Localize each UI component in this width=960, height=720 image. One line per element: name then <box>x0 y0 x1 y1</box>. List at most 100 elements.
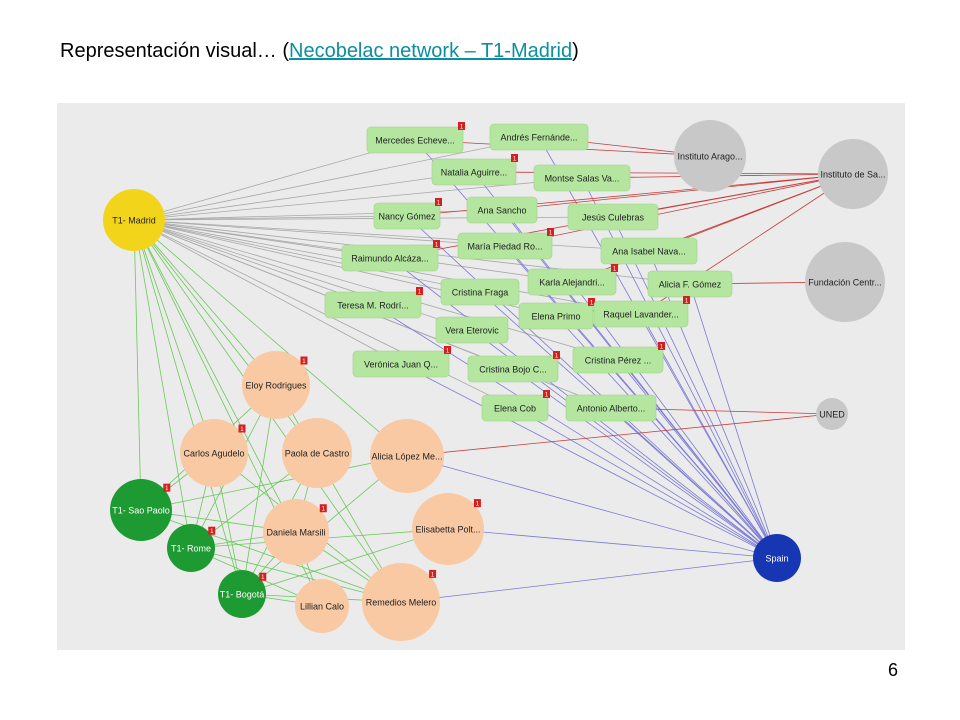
badge: 1 <box>208 526 216 535</box>
edge-ana-sancho-instituto-sa <box>501 173 854 211</box>
node-jesus[interactable]: Jesús Culebras <box>567 203 659 231</box>
node-t1-madrid[interactable]: T1- Madrid <box>103 189 165 251</box>
node-instituto-sa[interactable]: Instituto de Sa... <box>818 139 888 209</box>
edge-cristina-perez-spain <box>617 359 778 559</box>
node-ana-isabel[interactable]: Ana Isabel Nava... <box>600 237 698 265</box>
badge: 1 <box>416 287 423 296</box>
edge-ana-sancho-spain <box>501 209 778 559</box>
node-spain[interactable]: Spain <box>753 534 801 582</box>
node-shape <box>593 300 689 328</box>
edge-t1-madrid-maria-piedad <box>133 219 506 247</box>
edge-remedios-spain <box>400 557 778 603</box>
node-ana-sancho[interactable]: Ana Sancho <box>466 196 538 224</box>
node-alicia-lopez[interactable]: Alicia López Me... <box>370 419 444 493</box>
badge-shape <box>208 526 216 535</box>
node-maria-piedad[interactable]: María Piedad Ro... 1 <box>457 228 554 260</box>
title-prefix: Representación visual… ( <box>60 40 289 62</box>
node-label: Jesús Culebras <box>582 213 645 223</box>
badge-label: 1 <box>435 243 439 249</box>
node-instituto-arago[interactable]: Instituto Arago... <box>674 120 746 192</box>
edge-t1-madrid-veronica <box>133 219 402 365</box>
node-label: Raimundo Alcáza... <box>351 254 429 264</box>
edge-t1-madrid-carlos <box>133 219 215 454</box>
node-label: María Piedad Ro... <box>467 242 542 252</box>
node-shape <box>431 158 517 186</box>
node-shape <box>805 242 885 322</box>
node-label: Andrés Fernánde... <box>500 133 577 143</box>
badge-label: 1 <box>549 231 553 237</box>
edge-t1-madrid-mercedes <box>133 139 416 221</box>
badge-label: 1 <box>555 354 559 360</box>
node-shape <box>295 579 349 633</box>
edge-raquel-spain <box>640 313 778 559</box>
edge-alicia-lopez-spain <box>406 455 778 559</box>
node-karla[interactable]: Karla Alejandri...1 <box>527 264 618 296</box>
node-uned[interactable]: UNED <box>816 398 848 430</box>
node-vera[interactable]: Vera Eterovic <box>435 316 509 344</box>
node-label: Karla Alejandri... <box>539 278 605 288</box>
node-natalia[interactable]: Natalia Aguirre...1 <box>431 154 518 186</box>
node-shape <box>167 524 215 572</box>
node-label: Ana Isabel Nava... <box>612 247 686 257</box>
node-label: T1- Sao Paolo <box>112 506 170 516</box>
node-cristina-fraga[interactable]: Cristina Fraga <box>440 278 520 306</box>
node-teresa[interactable]: Teresa M. Rodrí...1 <box>324 287 423 319</box>
node-veronica[interactable]: Verónica Juan Q...1 <box>352 346 451 378</box>
node-cristina-bojo[interactable]: Cristina Bojo C... 1 <box>467 351 560 383</box>
node-shape <box>818 139 888 209</box>
node-carlos[interactable]: Carlos Agudelo 1 <box>180 419 248 487</box>
node-lillian[interactable]: Lillian Calo <box>295 579 349 633</box>
node-antonio[interactable]: Antonio Alberto... <box>565 394 657 422</box>
badge-label: 1 <box>418 290 422 296</box>
edge-t1-madrid-elena-cob <box>133 219 516 409</box>
node-raquel[interactable]: Raquel Lavander...1 <box>593 296 690 328</box>
badge: 1 <box>547 228 554 237</box>
node-label: Elena Primo <box>531 312 580 322</box>
node-elisabetta[interactable]: Elisabetta Polt...1 <box>412 493 484 565</box>
node-shape <box>457 232 553 260</box>
edge-nancy-spain <box>406 215 778 559</box>
node-shape <box>518 302 594 330</box>
node-raimundo[interactable]: Raimundo Alcáza... 1 <box>341 240 440 272</box>
node-alicia-f[interactable]: Alicia F. Gómez <box>647 270 733 298</box>
edge-t1-madrid-eloy <box>133 219 277 386</box>
edge-elisabetta-spain <box>447 528 778 559</box>
node-label: UNED <box>819 410 845 420</box>
edge-eloy-remedios <box>275 384 402 603</box>
edge-t1-bogota-eloy <box>241 384 277 595</box>
badge: 1 <box>473 499 481 508</box>
node-shape <box>489 123 589 151</box>
badge-shape <box>543 390 550 398</box>
badge: 1 <box>458 122 465 131</box>
edge-t1-madrid-daniela <box>133 219 297 533</box>
node-label: Carlos Agudelo <box>183 449 244 459</box>
node-cristina-perez[interactable]: Cristina Pérez ...1 <box>572 342 665 374</box>
badge-shape <box>319 504 327 513</box>
node-paola[interactable]: Paola de Castro <box>282 418 352 488</box>
node-fundacion-centr[interactable]: Fundación Centr... <box>805 242 885 322</box>
node-andres[interactable]: Andrés Fernánde... <box>489 123 589 151</box>
badge: 1 <box>429 569 437 578</box>
edge-t1-madrid-t1-bogota <box>133 219 243 595</box>
node-mercedes[interactable]: Mercedes Echeve...1 <box>366 122 465 154</box>
node-shape <box>567 203 659 231</box>
node-label: Nancy Gómez <box>378 212 436 222</box>
node-montse[interactable]: Montse Salas Va... <box>533 164 631 192</box>
node-label: Cristina Bojo C... <box>479 365 547 375</box>
badge: 1 <box>238 424 246 433</box>
node-label: Fundación Centr... <box>808 278 882 288</box>
node-shape <box>282 418 352 488</box>
node-shape <box>674 120 746 192</box>
necobelac-network-link[interactable]: Necobelac network – T1-Madrid <box>289 40 573 62</box>
